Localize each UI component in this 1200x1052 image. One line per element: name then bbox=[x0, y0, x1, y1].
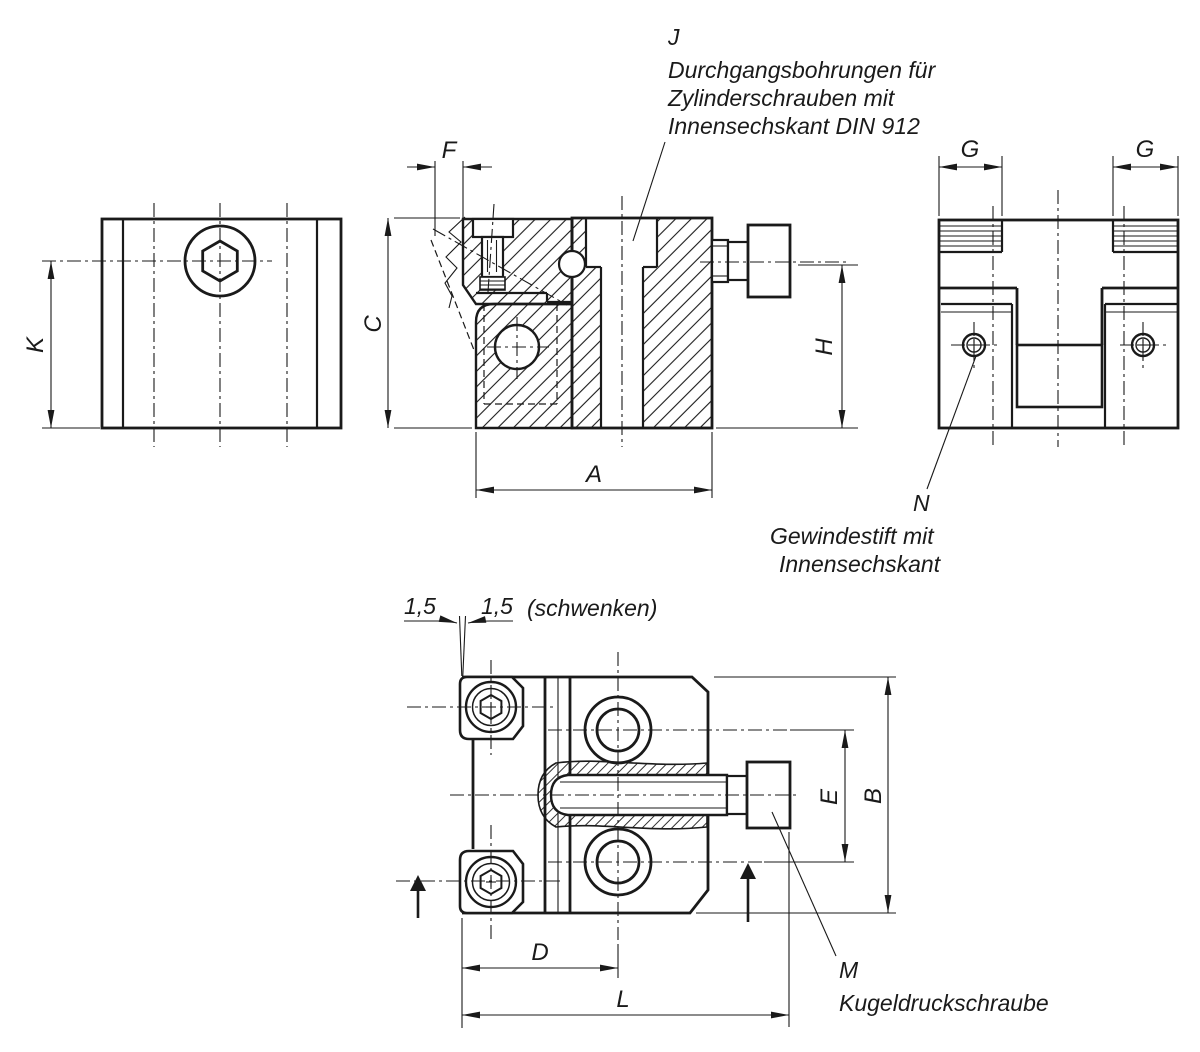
dim-label-swivel-right: 1,5 bbox=[481, 593, 513, 619]
callout-j-line3: Innensechskant DIN 912 bbox=[668, 113, 920, 139]
side-view-centerlines bbox=[42, 203, 288, 447]
dim-E: E bbox=[764, 729, 854, 863]
dim-label-swivel-left: 1,5 bbox=[404, 593, 436, 619]
callout-n-ref: N bbox=[913, 490, 930, 516]
side-view: K bbox=[22, 203, 343, 447]
dim-label-L: L bbox=[616, 986, 629, 1013]
section-arrow-left bbox=[410, 875, 426, 918]
dim-label-K: K bbox=[22, 336, 49, 353]
section-arrow-right bbox=[740, 863, 756, 922]
dim-label-H: H bbox=[811, 338, 838, 356]
callout-n: N Gewindestift mit Innensechskant bbox=[770, 355, 977, 577]
callout-m-line1: Kugeldruckschraube bbox=[839, 990, 1049, 1016]
hidden-slot bbox=[483, 304, 558, 405]
callout-m: M Kugeldruckschraube bbox=[771, 811, 1049, 1016]
dim-swivel: 1,5 1,5 (schwenken) bbox=[404, 593, 657, 677]
dim-D: D bbox=[461, 918, 619, 1028]
dim-label-B: B bbox=[860, 788, 887, 804]
callout-j-ref: J bbox=[667, 24, 680, 50]
dim-label-F: F bbox=[442, 137, 458, 164]
top-view-outline bbox=[462, 675, 710, 915]
jaw-clamp-screw bbox=[471, 203, 515, 293]
callout-m-ref: M bbox=[839, 957, 859, 983]
callout-j-line2: Zylinderschrauben mit bbox=[667, 85, 896, 111]
dim-A: A bbox=[475, 432, 713, 498]
dim-label-E: E bbox=[816, 788, 843, 805]
callout-n-line1: Gewindestift mit bbox=[770, 523, 935, 549]
dim-label-A: A bbox=[584, 461, 602, 488]
dim-C: C bbox=[360, 217, 472, 429]
dim-label-D: D bbox=[531, 939, 548, 966]
top-view: 1,5 1,5 (schwenken) E B D L bbox=[396, 593, 1049, 1028]
dim-B: B bbox=[696, 676, 896, 914]
dim-label-G-right: G bbox=[1136, 136, 1155, 163]
callout-m-leader bbox=[771, 811, 837, 957]
dim-G-left: G bbox=[938, 136, 1003, 216]
guide-slot bbox=[1015, 343, 1104, 409]
front-section-view: F C A H J Durchgangsbohrungen für bbox=[360, 24, 937, 498]
dim-L: L bbox=[462, 832, 790, 1027]
callout-n-leader bbox=[926, 355, 977, 490]
end-view: G G N Gewindestift mit Innensechskant bbox=[770, 136, 1180, 577]
set-screw-right bbox=[1120, 322, 1166, 368]
callout-j-leader bbox=[632, 141, 666, 242]
dim-K: K bbox=[22, 261, 100, 429]
swivel-position-marks bbox=[430, 216, 568, 351]
callout-j-line1: Durchgangsbohrungen für bbox=[668, 57, 937, 83]
dim-G-right: G bbox=[1112, 136, 1179, 216]
swivel-note: (schwenken) bbox=[527, 595, 657, 621]
thread-knurl-left bbox=[939, 220, 1004, 254]
dim-label-C: C bbox=[360, 315, 387, 333]
dim-H: H bbox=[716, 264, 858, 429]
callout-n-line2: Innensechskant bbox=[779, 551, 942, 577]
dim-F: F bbox=[407, 137, 492, 236]
dim-label-G-left: G bbox=[961, 136, 980, 163]
spherical-washer bbox=[557, 249, 587, 279]
side-screw-knob bbox=[710, 223, 792, 299]
callout-j: J Durchgangsbohrungen für Zylinderschrau… bbox=[632, 24, 937, 242]
